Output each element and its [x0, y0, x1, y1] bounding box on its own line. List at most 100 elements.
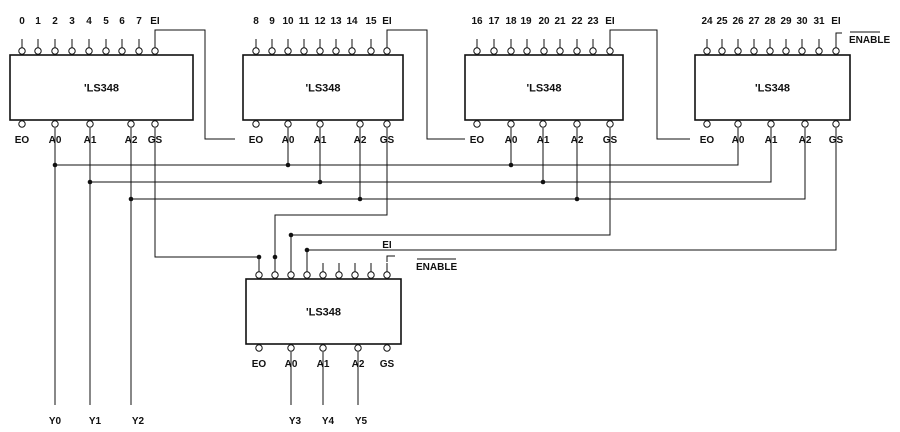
inversion-bubble-icon [523, 47, 531, 55]
inversion-bubble-icon [316, 120, 324, 128]
inversion-bubble-icon [351, 271, 359, 279]
output-pin-label: EO [252, 359, 267, 370]
inversion-bubble-icon [383, 47, 391, 55]
junction-dot [128, 196, 134, 202]
inversion-bubble-icon [556, 47, 564, 55]
chip-title: 'LS348 [526, 83, 561, 95]
wire [386, 29, 465, 140]
chip-body [464, 54, 624, 121]
inversion-bubble-icon [573, 120, 581, 128]
inversion-bubble-icon [348, 47, 356, 55]
input-pin-label: 28 [764, 16, 776, 27]
input-pin-label: 10 [282, 16, 294, 27]
inversion-bubble-icon [127, 120, 135, 128]
inversion-bubble-icon [383, 344, 391, 352]
wire [835, 32, 842, 39]
wire [154, 128, 260, 268]
inversion-bubble-icon [356, 120, 364, 128]
inversion-bubble-icon [316, 47, 324, 55]
inversion-bubble-icon [18, 120, 26, 128]
inversion-bubble-icon [85, 47, 93, 55]
inversion-bubble-icon [303, 271, 311, 279]
inversion-bubble-icon [252, 120, 260, 128]
inversion-bubble-icon [255, 344, 263, 352]
output-pin-label: EO [249, 135, 264, 146]
wire [130, 128, 806, 200]
inversion-bubble-icon [473, 120, 481, 128]
inversion-bubble-icon [268, 47, 276, 55]
output-label-y3: Y3 [289, 416, 302, 427]
inversion-bubble-icon [51, 120, 59, 128]
input-pin-label: 9 [269, 16, 275, 27]
junction-dot [304, 247, 310, 253]
inversion-bubble-icon [750, 47, 758, 55]
input-pin-label: 26 [732, 16, 744, 27]
input-pin-label: 8 [253, 16, 259, 27]
input-pin-label: 29 [780, 16, 792, 27]
input-pin-label: 4 [86, 16, 92, 27]
output-label-y5: Y5 [355, 416, 368, 427]
input-pin-label: EI [605, 16, 615, 27]
input-pin-label: 1 [35, 16, 41, 27]
inversion-bubble-icon [319, 344, 327, 352]
inversion-bubble-icon [335, 271, 343, 279]
input-pin-label: 0 [19, 16, 25, 27]
chip-title: 'LS348 [755, 83, 790, 95]
input-pin-label: 3 [69, 16, 75, 27]
input-pin-label: 20 [538, 16, 550, 27]
output-label-y2: Y2 [132, 416, 145, 427]
inversion-bubble-icon [832, 120, 840, 128]
inversion-bubble-icon [51, 47, 59, 55]
inversion-bubble-icon [319, 271, 327, 279]
junction-dot [540, 179, 546, 185]
inversion-bubble-icon [507, 47, 515, 55]
inversion-bubble-icon [284, 120, 292, 128]
inversion-bubble-icon [367, 47, 375, 55]
inversion-bubble-icon [703, 120, 711, 128]
wire [290, 128, 611, 268]
wire [386, 255, 395, 262]
junction-dot [357, 196, 363, 202]
inversion-bubble-icon [718, 47, 726, 55]
inversion-bubble-icon [68, 47, 76, 55]
input-pin-label: 14 [346, 16, 358, 27]
inversion-bubble-icon [284, 47, 292, 55]
enable-label: ENABLE [849, 35, 890, 46]
inversion-bubble-icon [540, 47, 548, 55]
inversion-bubble-icon [300, 47, 308, 55]
output-pin-label: EO [470, 135, 485, 146]
chip-title: 'LS348 [305, 83, 340, 95]
input-pin-label: 17 [488, 16, 500, 27]
junction-dot [574, 196, 580, 202]
wire [154, 29, 235, 140]
input-pin-label: 16 [471, 16, 483, 27]
output-label-y4: Y4 [322, 416, 335, 427]
chip-body [242, 54, 404, 121]
output-pin-label: EO [15, 135, 30, 146]
inversion-bubble-icon [734, 120, 742, 128]
inversion-bubble-icon [490, 47, 498, 55]
output-pin-label: EO [700, 135, 715, 146]
input-pin-label: 11 [299, 16, 310, 27]
input-pin-label: 18 [505, 16, 517, 27]
input-pin-label: 22 [571, 16, 583, 27]
inversion-bubble-icon [151, 47, 159, 55]
inversion-bubble-icon [832, 47, 840, 55]
wire [306, 128, 837, 268]
chip-title: 'LS348 [84, 83, 119, 95]
inversion-bubble-icon [782, 47, 790, 55]
junction-dot [285, 162, 291, 168]
inversion-bubble-icon [287, 344, 295, 352]
inversion-bubble-icon [507, 120, 515, 128]
input-pin-label: 27 [748, 16, 760, 27]
inversion-bubble-icon [383, 271, 391, 279]
inversion-bubble-icon [573, 47, 581, 55]
inversion-bubble-icon [86, 120, 94, 128]
